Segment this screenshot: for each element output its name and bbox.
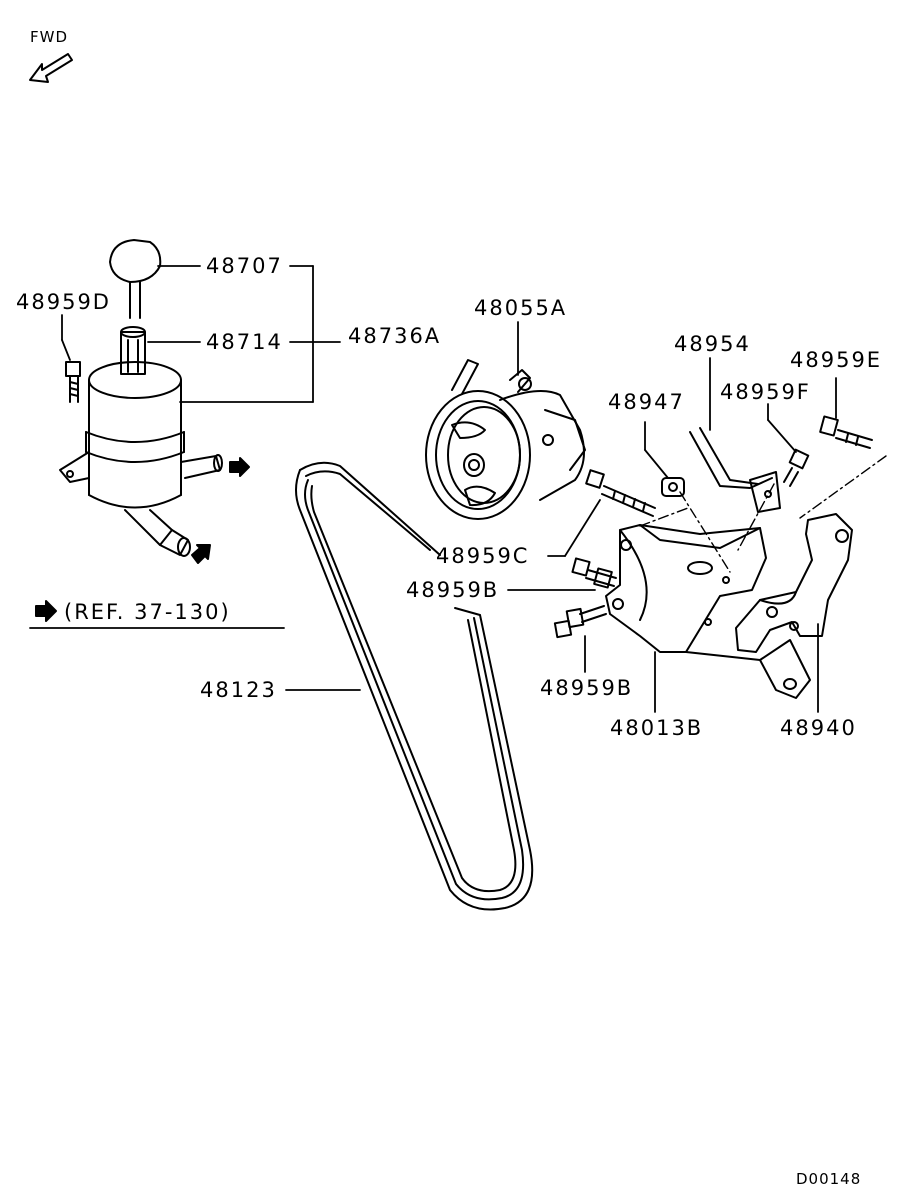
fwd-arrow-icon: [29, 53, 73, 83]
reservoir-body: [59, 361, 223, 557]
part-label-pump-bracket[interactable]: 48013B: [610, 716, 704, 740]
part-label-strainer[interactable]: 48714: [206, 330, 283, 354]
part-label-reservoir-bolt[interactable]: 48959D: [16, 290, 111, 314]
center-lines: [639, 455, 887, 573]
leader-lines-reservoir: [61, 265, 341, 403]
reservoir-strainer: [120, 326, 146, 375]
power-steering-pump: [425, 359, 586, 520]
part-label-belt[interactable]: 48123: [200, 678, 277, 702]
part-label-bracket-bolt-e[interactable]: 48959E: [790, 348, 883, 372]
fwd-label: FWD: [30, 28, 69, 46]
bracket-bolt-b-upper: [571, 557, 617, 589]
reference-link[interactable]: (REF. 37-130): [64, 600, 231, 624]
reservoir-bolt-d: [65, 361, 81, 403]
bracket-bolt-e: [819, 415, 873, 449]
part-label-bracket[interactable]: 48940: [780, 716, 857, 740]
bracket-bolt-b-lower: [553, 605, 607, 639]
part-label-pump-bolt-c[interactable]: 48959C: [436, 544, 530, 568]
stay-bolt-f: [783, 448, 810, 487]
flow-arrow-icon: [191, 457, 250, 564]
part-label-bracket-bolt-b-lower[interactable]: 48959B: [540, 676, 634, 700]
leader-line-nut: [644, 421, 669, 479]
reservoir-cap: [109, 239, 162, 319]
leader-line-bolt-c: [547, 499, 601, 557]
part-label-cap[interactable]: 48707: [206, 254, 283, 278]
drive-belt: [295, 461, 534, 911]
part-label-bracket-bolt-b-upper[interactable]: 48959B: [406, 578, 500, 602]
pump-bracket: [605, 524, 811, 699]
part-label-stay-bolt-f[interactable]: 48959F: [720, 380, 811, 404]
reference-arrow-icon: [35, 600, 57, 622]
leader-line-bolt-f: [767, 403, 797, 453]
part-label-stay[interactable]: 48954: [674, 332, 751, 356]
stay: [689, 427, 781, 513]
pump-bolt-c: [585, 469, 656, 517]
nut: [661, 477, 685, 497]
drawing-code: D00148: [796, 1170, 862, 1188]
part-label-nut[interactable]: 48947: [608, 390, 685, 414]
bracket: [735, 513, 853, 653]
part-label-pump-assy[interactable]: 48055A: [474, 296, 568, 320]
part-label-reservoir-assy[interactable]: 48736A: [348, 324, 442, 348]
